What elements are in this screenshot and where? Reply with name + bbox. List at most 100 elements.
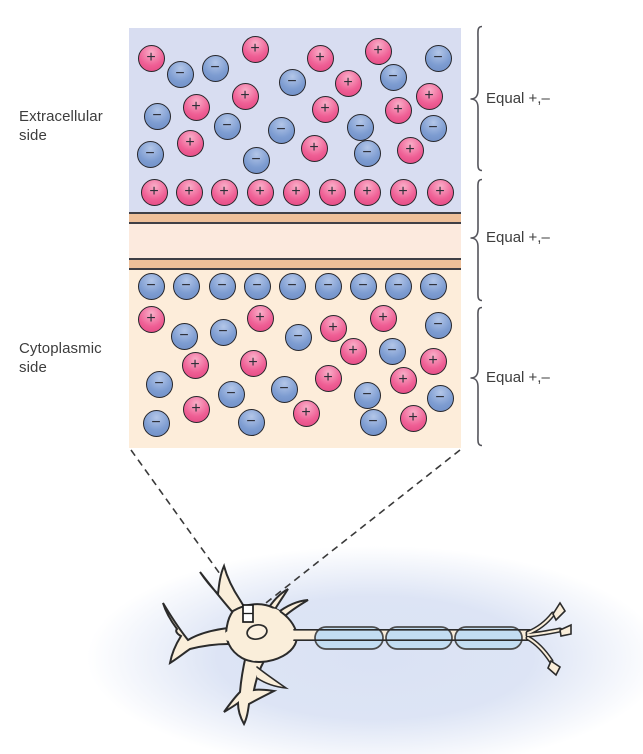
- ion-positive: +: [239, 349, 267, 377]
- ion-positive: +: [182, 93, 210, 121]
- terminal-bulb: [552, 601, 567, 622]
- ion-positive: +: [399, 404, 427, 432]
- brace-bracket: [470, 178, 483, 302]
- ion-negative: −: [378, 337, 406, 365]
- ion-positive: +: [353, 178, 381, 206]
- terminal-bulb: [559, 623, 572, 637]
- membrane-inner-leaflet-line: [129, 267, 461, 270]
- ion-negative: −: [270, 375, 298, 403]
- ion-positive: +: [384, 96, 412, 124]
- membrane-core: [129, 224, 461, 258]
- membrane-line: [129, 221, 461, 224]
- ion-positive: +: [419, 347, 447, 375]
- ion-positive: +: [318, 178, 346, 206]
- ion-negative: −: [143, 102, 171, 130]
- ion-positive: +: [210, 178, 238, 206]
- ion-positive: +: [364, 37, 392, 65]
- membrane-outer-leaflet-line: [129, 212, 461, 215]
- ion-negative: −: [359, 408, 387, 436]
- ion-positive: +: [300, 134, 328, 162]
- ion-negative: −: [208, 272, 236, 300]
- myelin-segment: [314, 626, 384, 650]
- ion-positive: +: [396, 136, 424, 164]
- ion-positive: +: [389, 178, 417, 206]
- ion-positive: +: [292, 399, 320, 427]
- nucleus: [246, 623, 268, 641]
- ion-positive: +: [176, 129, 204, 157]
- ion-positive: +: [306, 44, 334, 72]
- myelin-sheath: [314, 626, 523, 650]
- ion-negative: −: [384, 272, 412, 300]
- ion-negative: −: [172, 272, 200, 300]
- ion-negative: −: [346, 113, 374, 141]
- ion-negative: −: [353, 139, 381, 167]
- ion-positive: +: [231, 82, 259, 110]
- ion-negative: −: [137, 272, 165, 300]
- ion-negative: −: [284, 323, 312, 351]
- axon-terminals: [525, 601, 572, 677]
- ion-negative: −: [243, 272, 271, 300]
- ion-negative: −: [209, 318, 237, 346]
- ion-positive: +: [389, 366, 417, 394]
- myelin-segment: [454, 626, 523, 650]
- dendrite-upper-left: [199, 563, 250, 617]
- ion-positive: +: [314, 364, 342, 392]
- ion-positive: +: [311, 95, 339, 123]
- ion-negative: −: [213, 112, 241, 140]
- equal-charge-label: Equal +,–: [486, 369, 550, 386]
- ion-positive: +: [426, 178, 454, 206]
- ion-positive: +: [319, 314, 347, 342]
- ion-negative: −: [145, 370, 173, 398]
- ion-negative: −: [267, 116, 295, 144]
- ion-negative: −: [166, 60, 194, 88]
- ion-positive: +: [369, 304, 397, 332]
- ion-negative: −: [217, 380, 245, 408]
- ion-positive: +: [246, 304, 274, 332]
- brace-bracket: [470, 306, 483, 447]
- ion-negative: −: [426, 384, 454, 412]
- ion-negative: −: [424, 311, 452, 339]
- brace-bracket: [470, 25, 483, 172]
- ion-positive: +: [415, 82, 443, 110]
- ion-positive: +: [137, 44, 165, 72]
- background-glow: [87, 546, 643, 754]
- cytoplasmic-label: Cytoplasmic side: [19, 340, 102, 376]
- ion-positive: +: [137, 305, 165, 333]
- ion-positive: +: [241, 35, 269, 63]
- ion-positive: +: [140, 178, 168, 206]
- membrane-line: [129, 258, 461, 261]
- ion-negative: −: [278, 272, 306, 300]
- equal-charge-label: Equal +,–: [486, 229, 550, 246]
- ion-negative: −: [314, 272, 342, 300]
- myelin-segment: [385, 626, 453, 650]
- ion-negative: −: [419, 272, 447, 300]
- ion-positive: +: [182, 395, 210, 423]
- ion-negative: −: [170, 322, 198, 350]
- ion-positive: +: [175, 178, 203, 206]
- membrane-patch-indicator: [242, 604, 254, 623]
- terminal-bulb: [547, 659, 562, 677]
- dendrite-bottom: [223, 654, 278, 727]
- ion-negative: −: [349, 272, 377, 300]
- ion-negative: −: [242, 146, 270, 174]
- ion-negative: −: [142, 409, 170, 437]
- ion-negative: −: [237, 408, 265, 436]
- dendrite-upper-right-2: [275, 599, 309, 618]
- ion-negative: −: [379, 63, 407, 91]
- dendrite-left: [162, 602, 229, 666]
- extracellular-label: Extracellular side: [19, 108, 103, 144]
- membrane-inner-leaflet-band: [129, 260, 461, 268]
- ion-positive: +: [339, 337, 367, 365]
- equal-charge-label: Equal +,–: [486, 90, 550, 107]
- ion-negative: −: [201, 54, 229, 82]
- ion-negative: −: [136, 140, 164, 168]
- ion-positive: +: [246, 178, 274, 206]
- ion-positive: +: [282, 178, 310, 206]
- ion-negative: −: [419, 114, 447, 142]
- ion-negative: −: [278, 68, 306, 96]
- dendrite-bottom-side: [256, 666, 289, 690]
- membrane-outer-leaflet-band: [129, 214, 461, 222]
- ion-positive: +: [334, 69, 362, 97]
